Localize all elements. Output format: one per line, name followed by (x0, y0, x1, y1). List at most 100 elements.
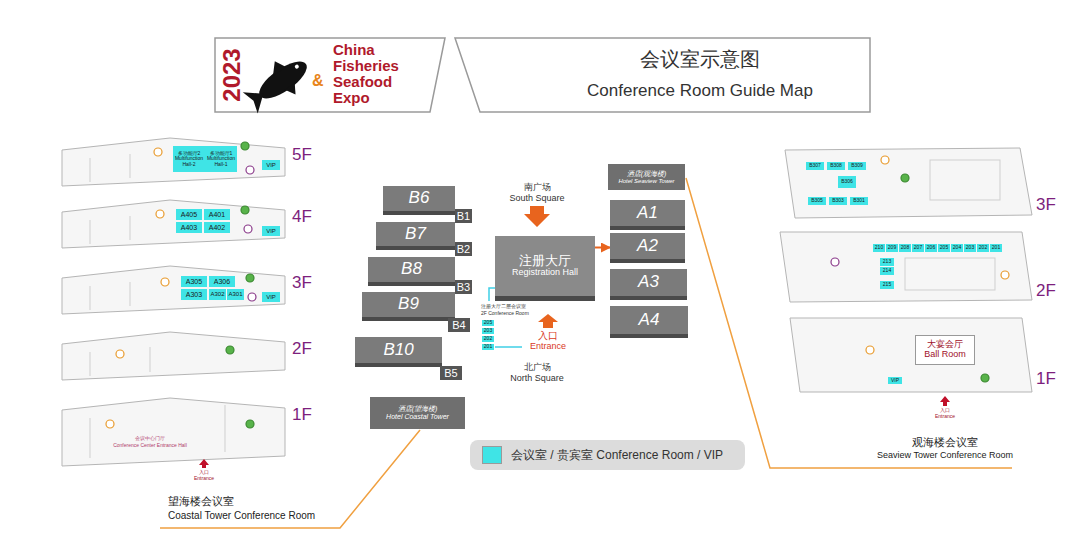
entrance-label: 入口 (538, 330, 558, 341)
room-name: B9 (398, 295, 419, 314)
logo-text: Fisheries (333, 58, 399, 75)
room-name: B4 (452, 319, 465, 331)
floor-label: 5F (292, 146, 312, 165)
floor-slab (780, 232, 1032, 302)
room-name: A403 (181, 224, 197, 231)
panel-title: Coastal Tower Conference Room (168, 510, 315, 521)
conference-room: 201 (990, 244, 1002, 252)
logo-text: Expo (333, 90, 370, 107)
conference-room: 205 (938, 244, 950, 252)
exhibition-hall: B7 (376, 222, 455, 246)
hall-shadow (355, 363, 442, 367)
conference-room: 多功能厅2Multifunction Hall-2 (173, 146, 205, 172)
elevator-icon (901, 174, 909, 182)
room-name: A4 (639, 311, 660, 330)
square-label: North Square (510, 374, 564, 384)
room-name: B303 (832, 198, 844, 203)
logo-year: 2023 (219, 48, 245, 101)
conference-room: A305 (181, 276, 207, 287)
conference-room: 213 (880, 258, 894, 266)
north-entry-arrow (538, 314, 558, 328)
room-name-en: Hotel Coastal Tower (386, 413, 449, 421)
floor-slab (62, 266, 285, 314)
restroom-icon (154, 148, 162, 156)
room-name-en: Multifunction Hall-2 (174, 156, 204, 167)
restroom-icon (161, 278, 169, 286)
room-name: A303 (186, 291, 202, 298)
floor-slab (62, 138, 285, 186)
elevator-icon (241, 206, 249, 214)
hall-number-box: B4 (448, 318, 470, 332)
conference-room: 202 (977, 244, 989, 252)
exhibition-hall: A2 (610, 233, 685, 259)
conference-room: A302 (209, 289, 226, 300)
elevator-icon (226, 346, 234, 354)
room-name: 206 (927, 245, 935, 250)
room-name: B306 (841, 179, 853, 184)
panel-title: 望海楼会议室 (168, 495, 234, 507)
floor-label: 4F (292, 208, 312, 227)
conference-room: A403 (176, 222, 202, 233)
room-name: A306 (214, 278, 230, 285)
room-name: VIP (266, 294, 276, 300)
floor-label: 2F (292, 340, 312, 359)
room-group-label: 注册大厅二层会议室 (481, 304, 526, 310)
elevator-icon (246, 274, 254, 282)
entrance-label: 入口 (199, 470, 209, 476)
conference-room: A301 (227, 289, 244, 300)
panel-title: Seaview Tower Conference Room (877, 451, 1013, 461)
conference-room: 214 (880, 267, 894, 275)
conference-room: 203 (964, 244, 976, 252)
fish-eye (294, 64, 300, 70)
room-name: B305 (811, 198, 823, 203)
floor-label: 1F (292, 406, 312, 425)
exhibition-hall: B6 (383, 186, 455, 211)
facility-icons (106, 142, 1009, 428)
logo-text: Seafood (333, 74, 392, 91)
conference-room: A306 (209, 276, 235, 287)
logo-text: & (312, 72, 324, 90)
conference-room: A401 (204, 209, 230, 220)
courtyard (930, 160, 1000, 200)
conference-room: B309 (848, 162, 866, 170)
conference-room: 208 (899, 244, 911, 252)
square-label: 南广场 (524, 183, 551, 193)
room-name: 205 (940, 245, 948, 250)
room-name: 203 (484, 328, 492, 333)
room-name: 207 (914, 245, 922, 250)
room-name-en: Multifunction Hall-1 (206, 156, 236, 167)
room-name: B1 (457, 210, 470, 222)
hotel-building: 酒店(观海楼)Hotel Seaview Tower (608, 164, 685, 190)
room-name: B3 (457, 281, 470, 293)
room-name: B5 (444, 367, 457, 379)
hall-shadow (610, 226, 685, 230)
room-name: 208 (901, 245, 909, 250)
floor-slab (62, 332, 285, 380)
floor-label: 3F (1036, 196, 1056, 215)
conference-room: B306 (838, 176, 856, 188)
restroom-icon (156, 210, 164, 218)
restroom-icon (866, 346, 874, 354)
room-name: 210 (875, 245, 883, 250)
conference-room: 215 (880, 281, 894, 289)
conference-link-line (495, 346, 522, 348)
hall-shadow (383, 211, 455, 215)
conference-room: B301 (850, 197, 868, 205)
floor-slab (62, 398, 285, 466)
room-name-en: Ball Room (924, 350, 966, 360)
room-name: 214 (883, 268, 891, 273)
elevator-icon (981, 374, 989, 382)
legend-swatch (482, 446, 502, 464)
ball-room: 大宴会厅Ball Room (915, 335, 975, 365)
conference-room: B305 (808, 197, 826, 205)
area-label: Conference Center Entrance Hall (113, 443, 187, 449)
restroom-icon (106, 420, 114, 428)
room-name-en: Hotel Seaview Tower (618, 178, 674, 185)
hall-shadow (368, 282, 455, 286)
floor-slab (790, 318, 1032, 392)
hall-shadow (610, 334, 688, 338)
room-name: A2 (637, 237, 658, 256)
info-icon (244, 225, 252, 233)
room-name: VIP (266, 162, 276, 168)
exhibition-hall: A1 (610, 200, 685, 226)
